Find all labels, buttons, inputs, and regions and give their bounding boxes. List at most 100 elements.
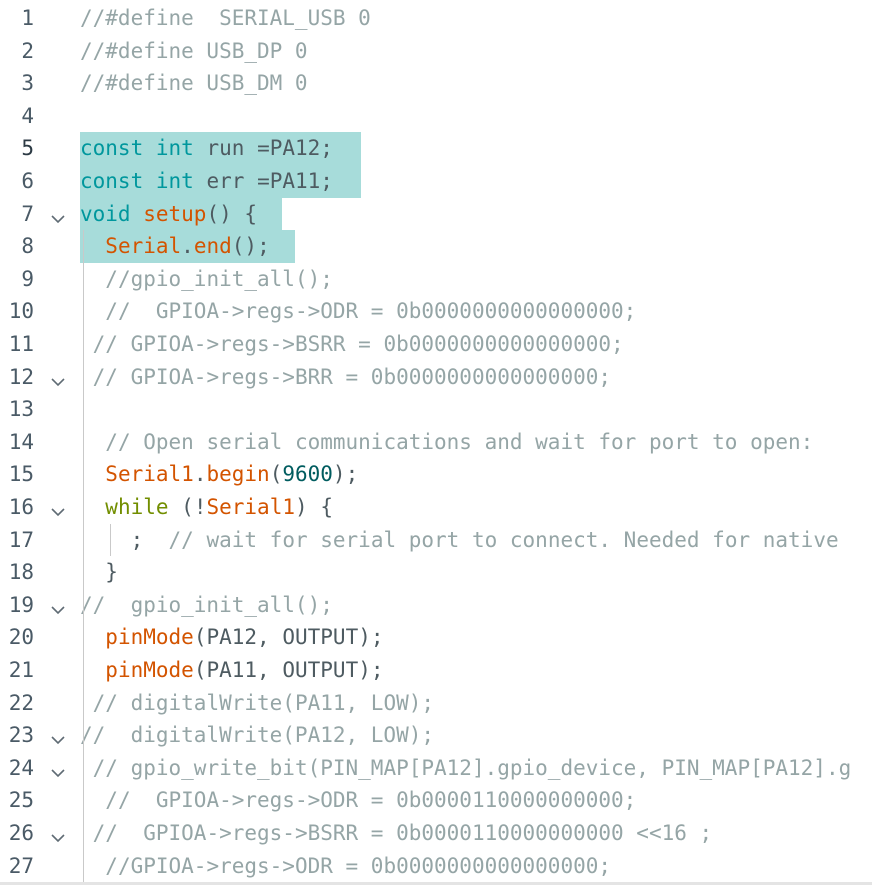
line-number: 2 bbox=[21, 38, 34, 63]
code-line[interactable]: 8 Serial.end(); bbox=[0, 230, 872, 263]
code-token: ) bbox=[358, 625, 371, 650]
code-text[interactable]: Serial1.begin(9600); bbox=[80, 458, 358, 491]
code-token: ; bbox=[257, 234, 270, 259]
code-line[interactable]: 16 while (!Serial1) { bbox=[0, 491, 872, 524]
code-line[interactable]: 25 // GPIOA->regs->ODR = 0b0000110000000… bbox=[0, 784, 872, 817]
code-line[interactable]: 26 // GPIOA->regs->BSRR = 0b000011000000… bbox=[0, 817, 872, 850]
line-number: 20 bbox=[8, 625, 34, 650]
code-text[interactable]: const int run =PA12; bbox=[80, 132, 333, 165]
code-text[interactable]: //#define USB_DP 0 bbox=[80, 35, 308, 68]
code-text[interactable]: //gpio_init_all(); bbox=[80, 263, 333, 296]
code-text[interactable]: // digitalWrite(PA11, LOW); bbox=[80, 687, 434, 720]
code-line[interactable]: 24 // gpio_write_bit(PIN_MAP[PA12].gpio_… bbox=[0, 752, 872, 785]
code-text[interactable]: void setup() { bbox=[80, 198, 257, 231]
code-line[interactable]: 19// gpio_init_all(); bbox=[0, 589, 872, 622]
code-line[interactable]: 17 ; // wait for serial port to connect.… bbox=[0, 524, 872, 557]
code-text[interactable]: // GPIOA->regs->BSRR = 0b000000000000000… bbox=[80, 328, 624, 361]
chevron-down-icon[interactable] bbox=[50, 598, 66, 614]
chevron-down-icon[interactable] bbox=[50, 761, 66, 777]
code-line[interactable]: 14 // Open serial communications and wai… bbox=[0, 426, 872, 459]
code-text[interactable]: // GPIOA->regs->ODR = 0b0000110000000000… bbox=[80, 784, 636, 817]
code-line[interactable]: 10 // GPIOA->regs->ODR = 0b0000000000000… bbox=[0, 295, 872, 328]
code-token: pinMode bbox=[105, 658, 194, 682]
code-text[interactable]: // gpio_init_all(); bbox=[80, 589, 333, 622]
code-line[interactable]: 18 } bbox=[0, 556, 872, 589]
line-number: 11 bbox=[8, 332, 34, 356]
code-token bbox=[80, 332, 93, 356]
code-token: // gpio_write_bit(PIN_MAP[PA12].gpio_dev… bbox=[92, 755, 852, 780]
code-text[interactable]: //GPIOA->regs->ODR = 0b0000000000000000; bbox=[80, 850, 611, 883]
code-line[interactable]: 21 pinMode(PA11, OUTPUT); bbox=[0, 654, 872, 687]
code-line[interactable]: 9 //gpio_init_all(); bbox=[0, 263, 872, 296]
code-text[interactable]: //#define USB_DM 0 bbox=[80, 67, 308, 100]
code-token: OUTPUT bbox=[282, 625, 359, 650]
code-line[interactable]: 3//#define USB_DM 0 bbox=[0, 67, 872, 100]
selection-highlight bbox=[80, 132, 362, 165]
chevron-down-icon[interactable] bbox=[50, 826, 66, 843]
code-text[interactable]: ; // wait for serial port to connect. Ne… bbox=[80, 524, 839, 557]
code-token: ; bbox=[130, 527, 144, 552]
code-token: const bbox=[80, 136, 144, 161]
code-line[interactable]: 15 Serial1.begin(9600); bbox=[0, 458, 872, 491]
code-line[interactable]: 27 //GPIOA->regs->ODR = 0b00000000000000… bbox=[0, 850, 872, 883]
code-token: // GPIOA->regs->BSRR = 0b000000000000000… bbox=[92, 332, 624, 356]
code-token bbox=[232, 202, 245, 226]
code-text[interactable]: // digitalWrite(PA12, LOW); bbox=[80, 719, 434, 752]
code-line[interactable]: 7 void setup() { bbox=[0, 197, 872, 231]
chevron-down-icon[interactable] bbox=[50, 500, 66, 517]
code-text[interactable]: pinMode(PA11, OUTPUT); bbox=[80, 654, 383, 687]
code-line[interactable]: 1//#define SERIAL_USB 0 bbox=[0, 2, 872, 35]
code-token bbox=[143, 136, 156, 160]
code-token: ; bbox=[320, 169, 333, 193]
line-number: 17 bbox=[8, 527, 34, 552]
code-text[interactable]: // Open serial communications and wait f… bbox=[80, 426, 813, 459]
chevron-down-icon[interactable] bbox=[50, 207, 66, 223]
code-token: Serial bbox=[105, 234, 182, 259]
code-text[interactable]: } bbox=[80, 556, 118, 589]
code-token: , bbox=[257, 658, 270, 682]
code-token: pinMode bbox=[105, 625, 194, 650]
code-token: // GPIOA->regs->ODR = 0b0000000000000000… bbox=[105, 299, 637, 324]
code-token: PA12 bbox=[206, 625, 258, 650]
code-text[interactable]: // gpio_write_bit(PIN_MAP[PA12].gpio_dev… bbox=[80, 752, 852, 785]
code-token bbox=[80, 365, 93, 389]
line-number: 26 bbox=[8, 821, 34, 845]
code-text[interactable]: //#define SERIAL_USB 0 bbox=[80, 2, 371, 35]
code-line[interactable]: 2 //#define USB_DP 0 bbox=[0, 35, 872, 68]
code-line[interactable]: 20 pinMode(PA12, OUTPUT); bbox=[0, 621, 872, 654]
code-line[interactable]: 22 // digitalWrite(PA11, LOW); bbox=[0, 687, 872, 720]
chevron-down-icon[interactable] bbox=[50, 370, 66, 386]
code-token: begin bbox=[206, 462, 270, 487]
line-number: 22 bbox=[8, 690, 34, 715]
code-token: ) bbox=[219, 201, 232, 226]
code-text[interactable]: // GPIOA->regs->ODR = 0b0000000000000000… bbox=[80, 295, 636, 328]
horizontal-scrollbar[interactable] bbox=[0, 882, 872, 885]
code-line[interactable]: 13 bbox=[0, 393, 872, 426]
code-text[interactable]: pinMode(PA12, OUTPUT); bbox=[80, 621, 383, 654]
line-number: 23 bbox=[8, 723, 34, 748]
code-token: ( bbox=[181, 495, 194, 519]
code-text[interactable]: // GPIOA->regs->BRR = 0b0000000000000000… bbox=[80, 361, 611, 394]
code-text[interactable]: while (!Serial1) { bbox=[80, 491, 333, 524]
code-token: . bbox=[181, 234, 194, 259]
code-line[interactable]: 23 // digitalWrite(PA12, LOW); bbox=[0, 719, 872, 752]
line-number: 7 bbox=[21, 201, 34, 226]
code-token bbox=[244, 169, 257, 193]
chevron-down-icon[interactable] bbox=[50, 728, 66, 745]
selection-highlight bbox=[80, 230, 296, 263]
code-line[interactable]: 12 // GPIOA->regs->BRR = 0b0000000000000… bbox=[0, 361, 872, 394]
code-token: //#define SERIAL_USB 0 bbox=[80, 6, 371, 30]
code-text[interactable]: const int err =PA11; bbox=[80, 165, 333, 198]
code-token bbox=[80, 691, 93, 715]
code-line[interactable]: 11 // GPIOA->regs->BSRR = 0b000000000000… bbox=[0, 328, 872, 361]
code-text[interactable]: // GPIOA->regs->BSRR = 0b000011000000000… bbox=[80, 817, 713, 850]
code-token bbox=[270, 625, 283, 649]
indent-guide bbox=[83, 230, 84, 883]
code-token: ) bbox=[295, 495, 308, 519]
code-token: // digitalWrite(PA12, LOW); bbox=[80, 723, 435, 748]
code-line[interactable]: 4 bbox=[0, 100, 872, 133]
code-text[interactable]: Serial.end(); bbox=[80, 230, 270, 263]
